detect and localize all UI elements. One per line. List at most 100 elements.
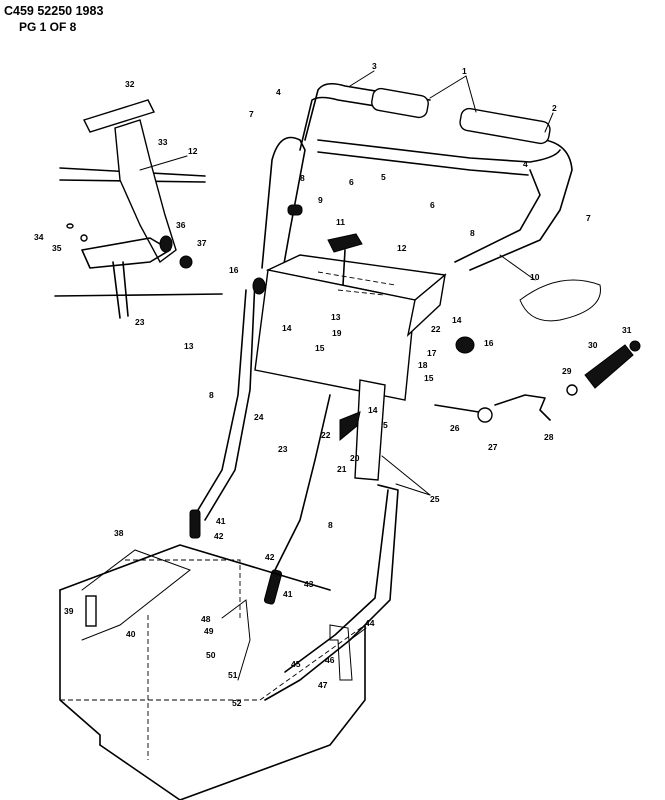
handle-right-rail-inner (454, 169, 541, 263)
lower-handle-long-inner (284, 489, 389, 673)
leader-line (381, 455, 431, 496)
panel-front-face (254, 269, 416, 401)
inset-washer (80, 234, 88, 242)
callout-part-8: 8 (470, 228, 475, 238)
callout-part-40: 40 (126, 629, 136, 639)
frame-edge (59, 589, 101, 746)
callout-part-6: 6 (349, 177, 354, 187)
crank-rod (494, 394, 551, 421)
crank-washer (566, 384, 578, 396)
callout-part-42: 42 (265, 552, 275, 562)
inset-frame-edge (54, 293, 223, 297)
lower-handle-right (354, 379, 386, 481)
inset-rod (112, 261, 121, 319)
cable-clip-detail (519, 279, 601, 322)
callout-part-5: 5 (381, 172, 386, 182)
callout-part-12: 12 (397, 243, 407, 253)
callout-part-22: 22 (431, 324, 441, 334)
callout-part-15: 15 (424, 373, 434, 383)
inset-pin (66, 223, 74, 229)
callout-part-23: 23 (135, 317, 145, 327)
lever-link (221, 599, 251, 681)
inset-nut (179, 255, 193, 269)
callout-part-34: 34 (34, 232, 44, 242)
inset-rod (122, 261, 129, 317)
callout-part-44: 44 (365, 618, 375, 628)
panel-side-face (406, 273, 447, 338)
frame-hidden (125, 559, 241, 620)
callout-part-6: 6 (430, 200, 435, 210)
crank-cap (629, 340, 641, 352)
callout-part-24: 24 (254, 412, 264, 422)
callout-part-2: 2 (552, 103, 557, 113)
knob-left (252, 277, 266, 295)
handle-bar-top-inner (299, 96, 426, 151)
lower-handle-long (264, 484, 399, 701)
inset-detail (54, 99, 223, 319)
frame-edge (179, 624, 366, 800)
shift-lever-stem (342, 249, 346, 286)
handle-bar-top (304, 82, 431, 141)
callout-part-18: 18 (418, 360, 428, 370)
inset-spring (159, 235, 173, 253)
handle-crossbar-lower (317, 151, 529, 176)
lower-handles (189, 279, 399, 701)
callout-part-33: 33 (158, 137, 168, 147)
callout-part-15: 15 (315, 343, 325, 353)
callout-part-14: 14 (282, 323, 292, 333)
callout-part-23: 23 (278, 444, 288, 454)
callout-part-10: 10 (530, 272, 540, 282)
callout-part-42: 42 (214, 531, 224, 541)
callout-part-8: 8 (209, 390, 214, 400)
upper-handle (261, 82, 573, 276)
callout-part-21: 21 (337, 464, 347, 474)
callout-part-30: 30 (588, 340, 598, 350)
callout-part-38: 38 (114, 528, 124, 538)
inset-knob-grip (83, 99, 155, 133)
callout-part-37: 37 (197, 238, 207, 248)
callout-part-28: 28 (544, 432, 554, 442)
leader-line (465, 75, 477, 113)
document-code: C459 52250 1983 (4, 4, 104, 18)
cable-spring (263, 569, 283, 605)
leader-lines (139, 70, 554, 641)
leader-line (139, 155, 188, 171)
callout-part-8: 8 (300, 173, 305, 183)
panel-slot (317, 271, 396, 286)
leader-line (429, 75, 467, 99)
cable-center (274, 394, 331, 571)
inset-shift-arm (114, 119, 177, 264)
callout-part-1: 1 (462, 66, 467, 76)
callout-part-31: 31 (622, 325, 632, 335)
callout-part-50: 50 (206, 650, 216, 660)
callout-part-46: 46 (325, 655, 335, 665)
callout-part-39: 39 (64, 606, 74, 616)
frame-box (59, 544, 366, 800)
handle-crossbar (317, 139, 561, 163)
callout-part-13: 13 (331, 312, 341, 322)
callout-part-9: 9 (318, 195, 323, 205)
handle-left-rail (261, 136, 306, 276)
callout-part-45: 45 (291, 659, 301, 669)
cable-spring (189, 509, 201, 539)
handle-right-rail (469, 139, 573, 271)
callout-part-5: 5 (383, 420, 388, 430)
cable-end (499, 254, 536, 281)
callout-part-47: 47 (318, 680, 328, 690)
right-side-parts (252, 254, 641, 423)
leader-line (544, 112, 554, 133)
control-panel (254, 204, 447, 401)
trigger-lever (339, 411, 361, 442)
leader-line (349, 70, 375, 87)
callout-part-3: 3 (372, 61, 377, 71)
callout-part-25: 25 (430, 494, 440, 504)
callout-part-13: 13 (184, 341, 194, 351)
callout-part-20: 20 (350, 453, 360, 463)
spring-part (85, 595, 97, 627)
callout-part-4: 4 (523, 159, 528, 169)
bracket-plate (329, 624, 353, 681)
cable-left (204, 279, 256, 521)
callout-part-51: 51 (228, 670, 238, 680)
callout-part-35: 35 (52, 243, 62, 253)
cable-left-inner (194, 289, 247, 516)
